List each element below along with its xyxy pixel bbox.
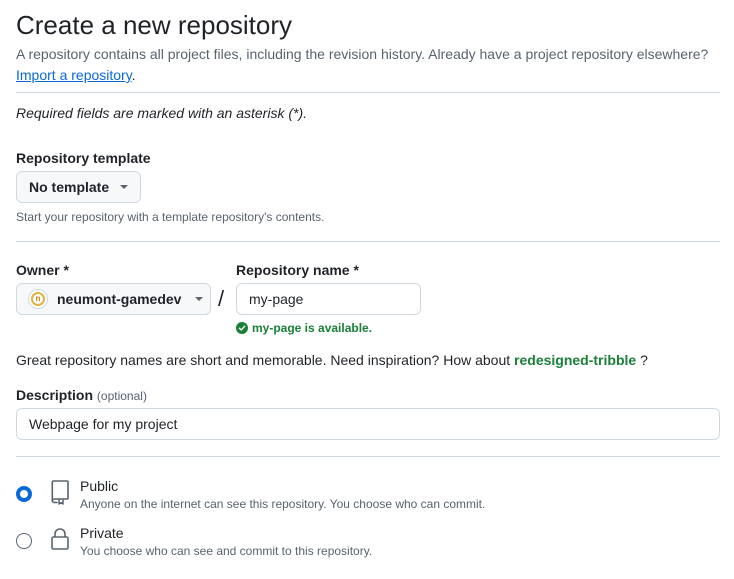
owner-value: neumont-gamedev xyxy=(57,291,182,307)
avatar-letter: n xyxy=(35,294,41,303)
repo-public-icon xyxy=(48,479,72,510)
required-note: Required fields are marked with an aster… xyxy=(16,105,308,121)
template-label: Repository template xyxy=(16,150,151,166)
availability-text: my-page is available. xyxy=(252,321,373,335)
caret-down-icon xyxy=(195,297,204,301)
description-label-row: Description (optional) xyxy=(16,386,147,405)
public-description: Anyone on the internet can see this repo… xyxy=(80,497,486,511)
divider xyxy=(16,456,720,457)
page-title: Create a new repository xyxy=(16,10,293,40)
repo-name-label: Repository name * xyxy=(236,262,359,278)
suggestion-prefix: Great repository names are short and mem… xyxy=(16,352,511,368)
description-optional: (optional) xyxy=(96,389,147,403)
import-suffix: . xyxy=(131,67,136,83)
page-subtitle: A repository contains all project files,… xyxy=(16,46,709,62)
caret-down-icon xyxy=(120,185,129,189)
divider xyxy=(16,241,720,242)
check-circle-icon xyxy=(236,322,248,334)
owner-avatar: n xyxy=(28,289,48,309)
template-value: No template xyxy=(29,179,110,195)
owner-label: Owner * xyxy=(16,262,69,278)
repo-name-value: my-page xyxy=(249,291,304,307)
availability-message: my-page is available. xyxy=(236,320,372,336)
lock-icon xyxy=(49,527,71,556)
description-value: Webpage for my project xyxy=(29,416,178,432)
public-label: Public xyxy=(80,478,119,494)
private-label: Private xyxy=(80,525,124,541)
private-description: You choose who can see and commit to thi… xyxy=(80,544,373,558)
suggestion-suffix: ? xyxy=(640,352,648,368)
description-label: Description xyxy=(16,387,94,403)
suggested-name-button[interactable]: redesigned-tribble xyxy=(514,352,637,368)
owner-repo-separator: / xyxy=(218,286,225,311)
import-line: Import a repository. xyxy=(16,66,136,84)
description-input[interactable]: Webpage for my project xyxy=(16,408,720,440)
import-repository-link[interactable]: Import a repository xyxy=(16,67,132,83)
name-suggestion: Great repository names are short and mem… xyxy=(16,351,648,369)
template-dropdown[interactable]: No template xyxy=(16,171,141,203)
public-radio[interactable] xyxy=(16,486,32,502)
divider xyxy=(16,92,720,93)
repo-name-input[interactable]: my-page xyxy=(236,283,421,315)
avatar-inner: n xyxy=(31,292,45,306)
template-hint: Start your repository with a template re… xyxy=(16,210,325,224)
owner-dropdown[interactable]: n neumont-gamedev xyxy=(16,283,211,315)
private-radio[interactable] xyxy=(16,533,32,549)
